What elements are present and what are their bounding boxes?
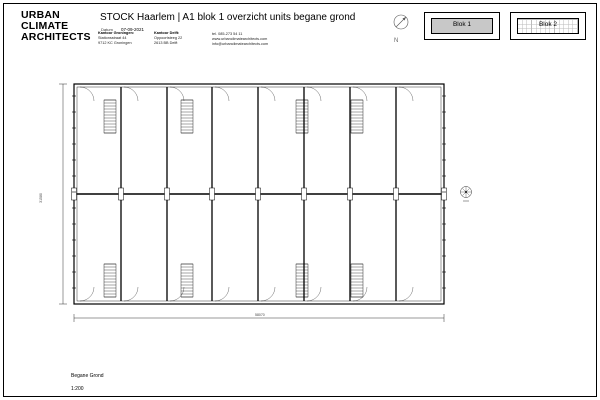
north-label: N — [394, 38, 399, 44]
office-groningen-street: Stationsstraat 44 — [98, 36, 127, 40]
column — [164, 187, 170, 201]
floor-plan — [59, 83, 447, 322]
door-swing — [123, 286, 139, 302]
stair-outline — [295, 99, 309, 134]
door-swing — [123, 86, 139, 102]
column — [347, 187, 353, 201]
staircase — [180, 99, 194, 134]
company-logo: URBAN CLIMATE ARCHITECTS — [21, 10, 91, 43]
block-2-selector[interactable]: Blok 2 — [510, 12, 586, 40]
office-groningen-name: Kantoor Groningen: — [98, 31, 135, 35]
column — [118, 187, 124, 201]
stair-outline — [295, 263, 309, 298]
contact-info: tel. 085-273 54 11 www.urbanclimatearchi… — [212, 32, 268, 47]
column — [393, 187, 399, 201]
door-swing — [306, 86, 322, 102]
block-1-thumbnail — [431, 18, 493, 34]
logo-line-climate: CLIMATE — [21, 20, 69, 32]
door-swing — [260, 86, 276, 102]
door-swing — [352, 86, 368, 102]
logo-line-urban: URBAN — [21, 9, 60, 21]
door-swing — [79, 86, 95, 102]
north-arrow-icon — [393, 14, 409, 30]
door-swing — [260, 286, 276, 302]
staircase — [103, 263, 117, 298]
door-swing — [214, 86, 230, 102]
total-width-dimension: 58070 — [255, 313, 265, 317]
scale-label: 1:200 — [71, 386, 84, 392]
block-2-thumbnail — [517, 18, 579, 34]
edge-column — [71, 187, 77, 201]
office-groningen: Kantoor Groningen: Stationsstraat 44 971… — [98, 31, 134, 46]
side-dimension: 31580 — [38, 193, 43, 203]
stair-outline — [350, 99, 364, 134]
contact-web: www.urbanclimatearchitects.com — [212, 37, 268, 41]
contact-phone: tel. 085-273 54 11 — [212, 32, 243, 36]
office-groningen-city: 9712 KC Groningen — [98, 41, 132, 45]
stair-outline — [103, 99, 117, 134]
staircase — [295, 263, 309, 298]
staircase — [295, 99, 309, 134]
office-delft-city: 2613 BB Delft — [154, 41, 178, 45]
block-1-label: Blok 1 — [452, 21, 472, 28]
stair-outline — [103, 263, 117, 298]
staircase — [350, 263, 364, 298]
column — [301, 187, 307, 201]
office-delft-name: Kantoor Delft: — [154, 31, 180, 35]
block-1-selector[interactable]: Blok 1 — [424, 12, 500, 40]
column — [255, 187, 261, 201]
door-swing — [398, 286, 414, 302]
contact-email: info@urbanclimatearchitects.com — [212, 42, 269, 46]
spiral-stair-icon — [460, 186, 472, 202]
stair-outline — [180, 263, 194, 298]
logo-line-architects: ARCHITECTS — [21, 31, 91, 43]
office-delft: Kantoor Delft: Oppoortsteeg 22 2613 BB D… — [154, 31, 182, 46]
floor-level-label: Begane Grond — [71, 373, 104, 379]
datum-label: Datum — [101, 27, 113, 32]
staircase — [350, 99, 364, 134]
staircase — [180, 263, 194, 298]
stair-outline — [350, 263, 364, 298]
door-swing — [398, 86, 414, 102]
stair-outline — [180, 99, 194, 134]
door-swing — [169, 86, 185, 102]
column — [209, 187, 215, 201]
block-2-label: Blok 2 — [538, 21, 558, 28]
office-delft-street: Oppoortsteeg 22 — [154, 36, 183, 40]
door-swing — [169, 286, 185, 302]
door-swing — [79, 286, 95, 302]
drawing-title: STOCK Haarlem | A1 blok 1 overzicht unit… — [100, 12, 356, 23]
drawing-sheet: URBAN CLIMATE ARCHITECTS STOCK Haarlem |… — [3, 3, 597, 397]
edge-column — [441, 187, 447, 201]
datum-value: 07-09-2021 — [121, 26, 145, 32]
door-swing — [214, 286, 230, 302]
door-swing — [352, 286, 368, 302]
door-swing — [306, 286, 322, 302]
staircase — [103, 99, 117, 134]
